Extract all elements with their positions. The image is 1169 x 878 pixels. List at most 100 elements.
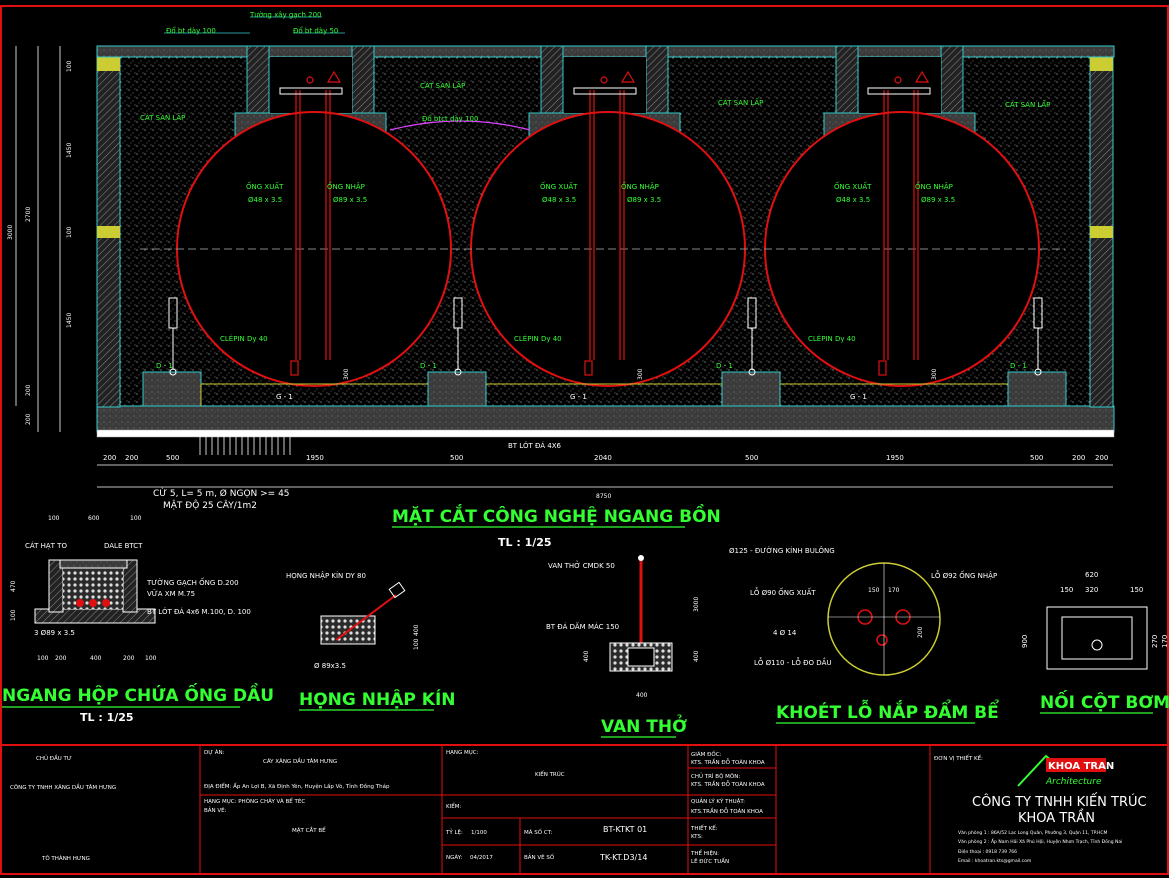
title-block: CHỦ ĐẦU TƯ CÔNG TY TNHH XĂNG DẦU TÂM HƯN… [0,744,1169,874]
tie-rods [168,297,1043,376]
dim-bottom: 200 [103,454,116,462]
tb-date: 04/2017 [470,855,493,861]
manhole-1 [234,45,387,139]
d3-dim: 400 [636,692,648,699]
label-piles-1: CỪ 5, L= 5 m, Ø NGỌN >= 45 [153,487,290,499]
dim-bottom: 200 [125,454,138,462]
tb-phone: Điện thoại : 0918 739 766 [958,848,1017,855]
label-clepin-2: CLÉPIN Dy 40 [514,334,562,343]
label-slab50: Đổ bt dày 50 [293,26,338,35]
main-section: Tường xây gạch 200 Đổ bt dày 100 Đổ bt d… [7,11,1115,549]
d4-label: LỖ Ø90 ỐNG XUẤT [750,587,816,597]
dim-left: 100 [66,226,73,238]
tb-code-label: MÃ SỐ CT: [524,828,552,836]
tb-scale-label: TỶ LỆ: [445,828,463,836]
dim-top: 100 [48,515,60,522]
d2-dim: 100 [413,638,420,650]
detail-manhole-cover: Ø125 - ĐƯỜNG KÍNH BULÔNG LỖ Ø90 ỐNG XUẤT… [729,546,999,724]
label-pipe-in-d-3: Ø89 x 3.5 [921,196,955,204]
d4-label: LỖ Ø110 - LỖ ĐO DẦU [754,657,832,667]
label-g1-1: G - 1 [276,393,293,401]
wall-band [97,226,120,238]
label-pipe-out-3: ỐNG XUẤT [834,181,872,191]
d1-label: 3 Ø89 x 3.5 [34,629,75,637]
dim-bottom: 500 [745,454,758,462]
section-title: MẶT CẮT CÔNG NGHỆ NGANG BỒN [392,503,721,527]
label-sand-2: CÁT SAN LẤP [420,80,465,90]
tb-drawing-label: BẢN VẼ: [204,806,227,814]
d5-dim: 150 [1130,586,1143,594]
label-sand-1: CÁT SAN LẤP [140,112,185,122]
dim-bot: 100 [145,655,157,662]
detail-pump-column: 620 150 320 150 900 270 170 NỐI CỘT BƠM [1021,571,1169,714]
tb-company1: CÔNG TY TNHH KIẾN TRÚC [972,793,1147,810]
tb-owner-sign: TÔ THÀNH HƯNG [41,855,90,862]
label-pipe-in-3: ỐNG NHẬP [915,181,953,191]
dim-bottom: 2040 [594,454,612,462]
d5-dim: 150 [1060,586,1073,594]
d3-dim: 400 [693,650,700,662]
detail-inlet: HỌNG NHẬP KÍN DY 80 Ø 89x3.5 400 100 HỌN… [286,571,456,711]
tb-hangmuc: KIẾN TRÚC [535,770,565,778]
dimension-lines [15,46,1113,488]
label-d1-1: D - 1 [156,362,173,370]
tb-role-name: LÊ ĐỨC TUẤN [691,857,729,865]
tb-date-label: NGÀY: [446,854,462,861]
tb-owner-label: CHỦ ĐẦU TƯ [36,754,72,762]
dim-left: 200 [25,413,32,425]
logo-text: KHOA TRAN [1048,761,1114,772]
d5-dim: 620 [1085,571,1098,579]
tb-sheet: TK-KT.D3/14 [599,853,647,862]
dim-bot: 100 [37,655,49,662]
label-pipe-out-d-2: Ø48 x 3.5 [542,196,576,204]
detail1-title: NGANG HỘP CHỨA ỐNG DẦU [2,682,274,706]
label-sand-3: CÁT SAN LẤP [718,97,763,107]
company-logo: KHOA TRAN Architecture [1017,754,1114,787]
tb-role-name: KTS.TRẦN ĐỖ TOÀN KHOA [691,807,763,815]
dim-left: 1450 [66,143,73,158]
tb-owner: CÔNG TY TNHH XĂNG DẦU TÂM HƯNG [10,783,116,791]
tb-item-label: HẠNG MỤC: PHÒNG CHÁY VÀ BỂ TÉC [204,797,305,805]
lean-concrete [96,429,1115,438]
tb-sheet-label: BẢN VẼ SỐ [524,853,555,861]
leader-lines [164,16,345,34]
piles [199,437,291,455]
d5-dim: 900 [1021,635,1029,648]
wall-band [97,57,120,71]
label-clepin-3: CLÉPIN Dy 40 [808,334,856,343]
wall-band [1090,57,1113,71]
tb-role: CHỦ TRÌ BỘ MÔN: [691,772,740,780]
dim-bottom: 1950 [306,454,324,462]
tb-email: Email : khoatran.kts@gmail.com [958,858,1031,864]
dim-side: 100 [10,609,17,621]
dim-bottom: 500 [166,454,179,462]
label-d1-4: D - 1 [1010,362,1027,370]
box-lid [59,559,128,569]
tb-role: GIÁM ĐỐC: [691,750,722,758]
saddles [142,371,1067,407]
d4-label: Ø125 - ĐƯỜNG KÍNH BULÔNG [729,546,835,555]
tb-project-label: DỰ ÁN: [204,749,225,756]
tb-role: QUẢN LÝ KỸ THUẬT: [691,797,745,805]
d4-dim: 200 [917,626,924,638]
tb-location: ĐỊA ĐIỂM: Ấp An Lợi B, Xã Định Yên, Huyệ… [204,782,390,790]
tb-role: THIẾT KẾ: [690,824,718,832]
tb-address1: Văn phòng 1 : 86A/52 Lạc Long Quân, Phườ… [958,829,1108,836]
label-g1-3: G - 1 [850,393,867,401]
label-pipe-in-1: ỐNG NHẬP [327,181,365,191]
dim-total: 8750 [596,493,611,500]
label-piles-2: MẬT ĐỘ 25 CÂY/1m2 [163,499,257,511]
detail4-title: KHOÉT LỖ NẮP ĐẨM BỂ [776,698,999,723]
logo-sub: Architecture [1045,777,1102,787]
tb-code: BT-KTKT 01 [603,825,647,834]
d1-label: CÁT HẠT TO [25,541,67,550]
dim-left-total: 3000 [7,225,14,240]
d3-label: VAN THỞ CMDK 50 [548,560,615,570]
tb-scale: 1/100 [471,830,487,836]
d4-label: LỖ Ø92 ỐNG NHẬP [931,570,997,580]
wall-band [1090,226,1113,238]
label-pipe-out-1: ỐNG XUẤT [246,181,284,191]
d3-dim: 400 [583,650,590,662]
dim-bottom: 200 [1095,454,1108,462]
